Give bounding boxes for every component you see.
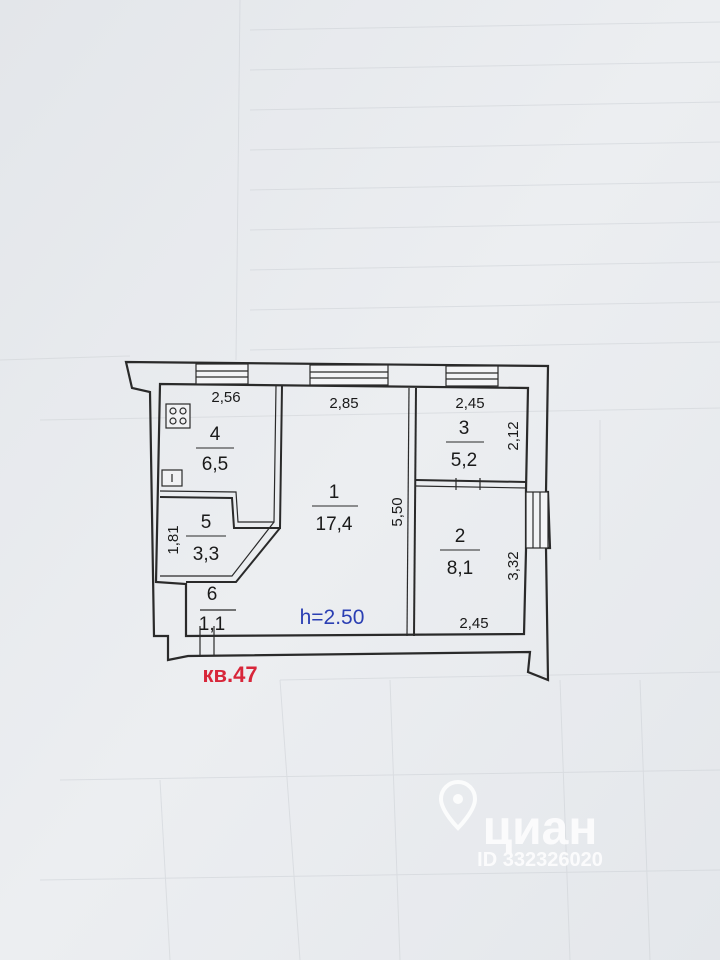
window-room4: [195, 363, 249, 385]
room-labels: 4 6,5 1 17,4 3 5,2 2 8,1 5 3,3 6 1,1: [186, 418, 484, 635]
room-3-number: 3: [459, 418, 470, 439]
room-1-area: 17,4: [316, 514, 353, 535]
dim-room1-depth: 5,50: [389, 497, 406, 526]
interior-walls: [159, 385, 527, 637]
room-6-area: 1,1: [199, 614, 225, 635]
dim-room4-width: 2,56: [211, 389, 240, 406]
watermark-brand: циан: [483, 802, 598, 855]
window-room3: [445, 365, 499, 387]
window-room1: [309, 364, 389, 386]
room-1-number: 1: [329, 482, 340, 503]
room-4-number: 4: [210, 424, 221, 445]
door-marks: [199, 478, 481, 656]
dim-room3-depth: 2,12: [505, 421, 522, 450]
dim-room2-width: 2,45: [459, 615, 488, 632]
room-4-area: 6,5: [202, 454, 228, 475]
map-pin-icon: [438, 779, 478, 831]
room-2-number: 2: [455, 526, 466, 547]
dim-room3-width: 2,45: [455, 395, 484, 412]
window-room2: [525, 491, 549, 549]
cian-watermark: циан ID 332326020: [438, 779, 603, 871]
room-2-area: 8,1: [447, 558, 473, 579]
room-5-number: 5: [201, 512, 212, 533]
room-5-area: 3,3: [193, 544, 219, 565]
watermark-id: ID 332326020: [477, 849, 603, 871]
ceiling-height-label: h=2.50: [300, 606, 365, 629]
windows: [195, 363, 549, 549]
dim-room2-depth: 3,32: [505, 551, 522, 580]
room-3-area: 5,2: [451, 450, 477, 471]
dimension-labels: 2,56 2,85 2,45 2,12 5,50 1,81 3,32 2,45: [165, 389, 522, 632]
apartment-label: кв.47: [202, 662, 257, 687]
room-6-number: 6: [207, 584, 218, 605]
dim-room5-depth: 1,81: [165, 525, 182, 554]
stove-icon: [165, 403, 191, 429]
sink-icon: [161, 469, 183, 487]
dim-room1-width: 2,85: [329, 395, 358, 412]
